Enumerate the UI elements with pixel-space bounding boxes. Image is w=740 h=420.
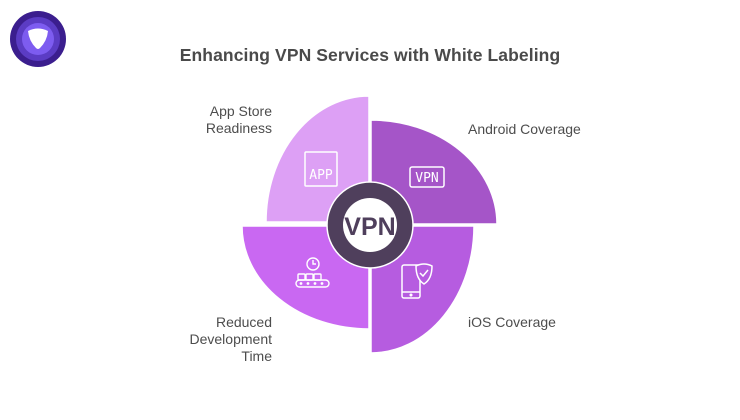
app-box-icon [304, 151, 338, 187]
vpn-badge-text: VPN [415, 171, 438, 186]
label-ios: iOS Coverage [468, 314, 556, 330]
label-reduced-dev: Reduced Development Time [189, 314, 273, 364]
app-icon-text: APP [309, 168, 333, 183]
phone-shield-icon [401, 263, 433, 299]
label-app-store: App Store Readiness [205, 103, 272, 136]
shield-icon [28, 28, 48, 49]
clock-conveyor-icon [295, 257, 330, 288]
page-title: Enhancing VPN Services with White Labeli… [179, 45, 561, 65]
center-inner [343, 198, 397, 252]
center-vpn-text: VPN [344, 213, 395, 241]
label-android: Android Coverage [468, 121, 581, 137]
brand-logo [10, 11, 66, 67]
vpn-badge-icon [409, 166, 445, 188]
